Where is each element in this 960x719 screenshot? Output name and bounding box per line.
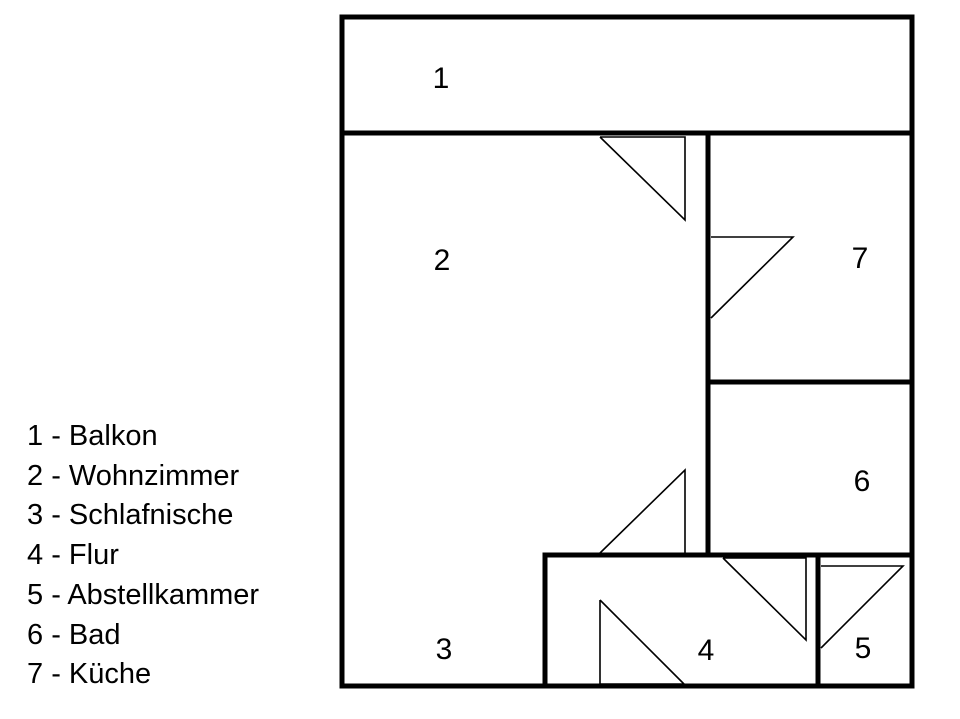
room-label-5: 5 xyxy=(855,632,872,665)
door-living-room-bottom xyxy=(599,468,686,554)
legend-item: 2 - Wohnzimmer xyxy=(27,459,240,492)
door-storage xyxy=(820,565,905,649)
legend-item: 7 - Küche xyxy=(27,658,152,691)
room-legend: 1 - Balkon 2 - Wohnzimmer 3 - Schlafnisc… xyxy=(27,417,259,695)
room-label-4: 4 xyxy=(698,634,715,667)
outer-wall xyxy=(339,14,915,689)
door-bath xyxy=(722,557,807,642)
legend-item: 6 - Bad xyxy=(27,618,121,651)
door-living-room-top xyxy=(599,136,686,222)
room-label-2: 2 xyxy=(434,244,451,277)
legend-item: 3 - Schlafnische xyxy=(27,499,234,532)
room-label-7: 7 xyxy=(852,242,869,275)
door-entrance xyxy=(599,599,686,685)
legend-item: 5 - Abstellkammer xyxy=(27,578,260,611)
room-label-3: 3 xyxy=(436,633,453,666)
legend-item: 4 - Flur xyxy=(27,539,119,572)
door-kitchen xyxy=(710,236,795,319)
room-label-6: 6 xyxy=(854,465,871,498)
room-label-1: 1 xyxy=(433,62,450,95)
legend-item: 1 - Balkon xyxy=(27,420,158,452)
